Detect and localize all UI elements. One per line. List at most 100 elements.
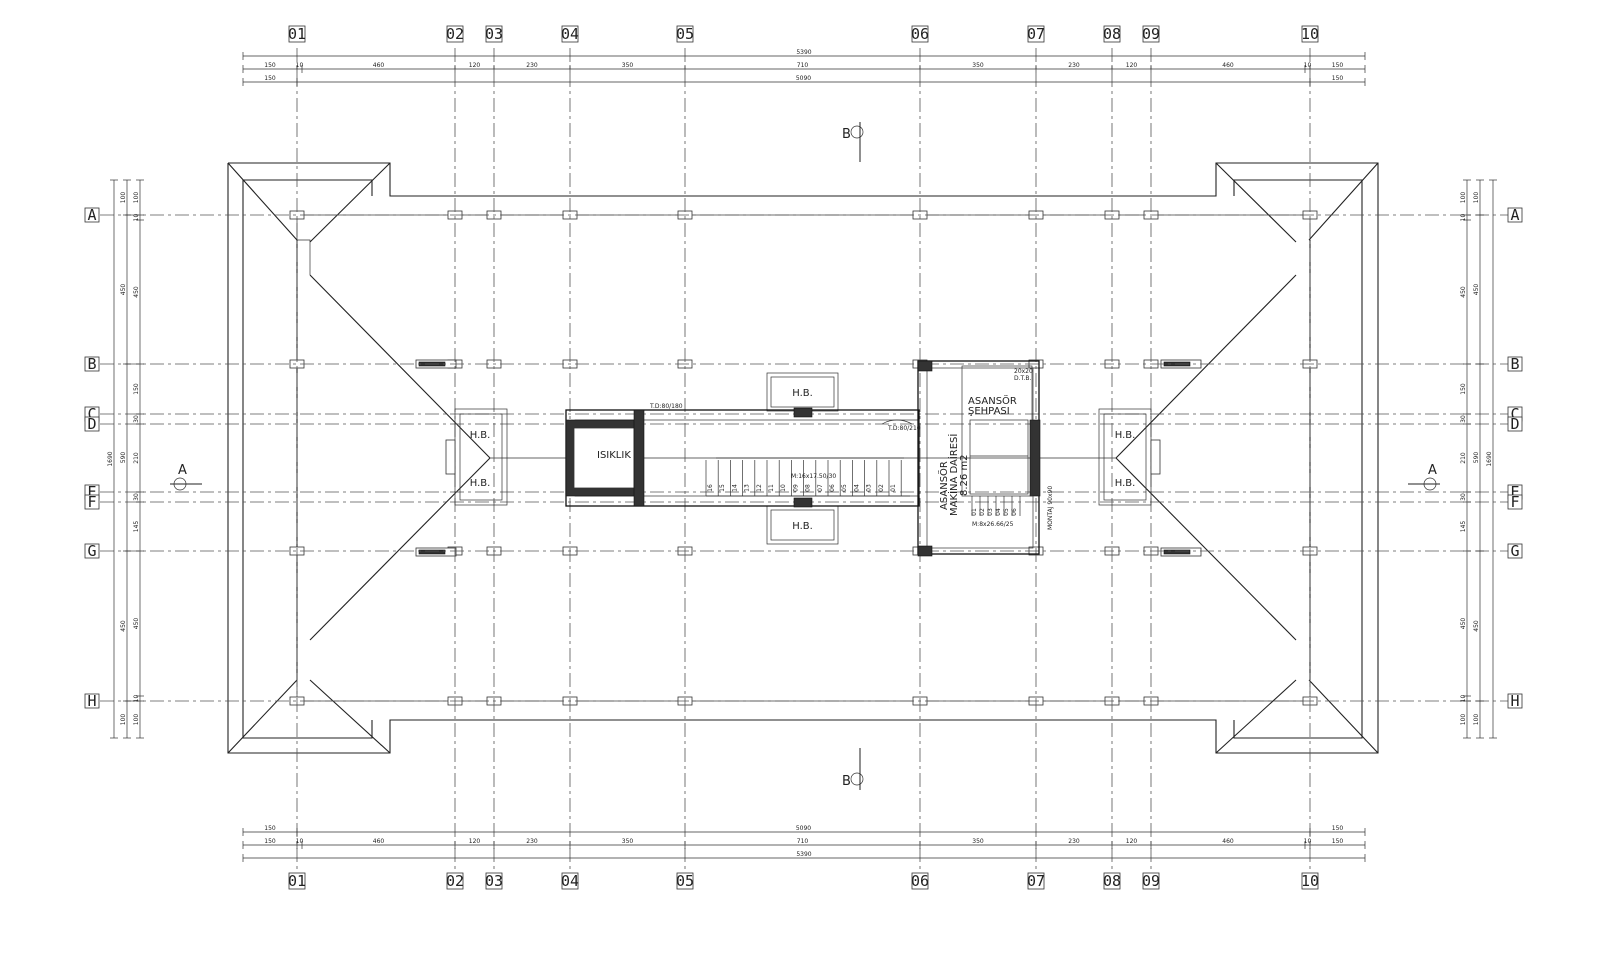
dimension-value: 10 (1460, 695, 1467, 703)
dimension-value: 145 (133, 521, 140, 533)
hip-line (1308, 679, 1379, 754)
row-label-right: G (1510, 542, 1519, 560)
row-label-left: H (87, 692, 96, 710)
stair-step-number: 07 (817, 484, 824, 492)
roof-eave-inner (243, 179, 373, 196)
machine-room-column (917, 360, 933, 372)
dimension-value: 150 (264, 838, 276, 845)
dimension-value: 100 (133, 192, 140, 204)
column-label-box-top (1103, 25, 1121, 43)
dimension-value: 120 (469, 62, 481, 69)
dimension-value: 450 (120, 620, 127, 632)
hip-line (1115, 274, 1297, 459)
text-layer: 0101020203030404050506060707080809091010… (84, 25, 1523, 890)
stair-step-number: 09 (792, 484, 799, 492)
hip-line (227, 162, 298, 241)
column-label-bottom: 10 (1301, 872, 1319, 890)
dimension-value: 150 (1332, 838, 1344, 845)
dimension-value: 710 (797, 62, 809, 69)
stair-step-number: 12 (756, 484, 763, 492)
stair-step-number: 04 (853, 484, 860, 492)
row-label-right: C (1510, 405, 1519, 423)
skylight-label: ISIKLIK (597, 450, 631, 461)
hatch-label: MONTAJ 90x90 (1047, 486, 1054, 530)
column-label-box-bottom (561, 872, 579, 890)
column-label-top: 06 (911, 25, 929, 43)
row-label-box-left (84, 416, 100, 432)
dimension-value: 10 (1304, 62, 1312, 69)
chimney-box-inner (770, 376, 835, 408)
column-label-box-top (676, 25, 694, 43)
machine-room-column (1029, 419, 1041, 497)
dimension-total: 1690 (1486, 451, 1493, 466)
dimension-value: 10 (133, 214, 140, 222)
stair-step-number: 15 (719, 484, 726, 492)
small-stair-number: 02 (979, 508, 986, 516)
dimension-value: 460 (373, 62, 385, 69)
row-label-left: F (87, 493, 96, 511)
row-label-box-left (84, 543, 100, 559)
dimension-value: 150 (133, 383, 140, 395)
column-label-box-bottom (1027, 872, 1045, 890)
roof-vent-grille (418, 549, 446, 555)
chimney-box-inner (770, 509, 835, 541)
elevator-shaft (961, 365, 1033, 497)
stair-step-number: 11 (768, 484, 775, 492)
roof-eave-inner (242, 180, 373, 739)
column-label-box-top (485, 25, 503, 43)
row-label-box-right (1507, 356, 1523, 372)
dimension-value: 10 (1460, 214, 1467, 222)
machine-room-label: MAKİNA DAİRESİ (947, 434, 960, 516)
column-label-bottom: 07 (1027, 872, 1045, 890)
dimension-total: 1690 (107, 451, 114, 466)
row-label-box-left (84, 693, 100, 709)
column-label-bottom: 01 (288, 872, 306, 890)
dimension-value: 10 (1304, 838, 1312, 845)
dimension-value: 350 (622, 62, 634, 69)
section-marker-label: A (178, 463, 187, 478)
dimension-value: 150 (1332, 825, 1344, 832)
row-label-right: F (1510, 493, 1519, 511)
stair-step-number: 02 (878, 484, 885, 492)
dimension-value: 10 (296, 838, 304, 845)
dimension-value: 230 (526, 62, 538, 69)
dimension-lines-layer (110, 52, 1497, 862)
row-label-left: G (87, 542, 96, 560)
column-label-bottom: 06 (911, 872, 929, 890)
stair-step-number: 16 (707, 484, 714, 492)
dimension-value: 5090 (796, 75, 811, 82)
column-label-bottom: 08 (1103, 872, 1121, 890)
elevator-car (969, 419, 1029, 495)
row-label-right: H (1510, 692, 1519, 710)
dimension-value: 450 (120, 284, 127, 296)
column-label-box-bottom (288, 872, 306, 890)
dimension-value: 230 (526, 838, 538, 845)
roof-vent-grille (1163, 549, 1191, 555)
dimension-value: 100 (1460, 714, 1467, 726)
dimension-value: 590 (1473, 452, 1480, 464)
dimension-value: 460 (1222, 838, 1234, 845)
dimension-value: 210 (133, 452, 140, 464)
dimension-value: 230 (1068, 62, 1080, 69)
row-label-box-left (84, 356, 100, 372)
stair-step-number: 10 (780, 484, 787, 492)
row-label-left: D (87, 415, 96, 433)
stair-step-number: 01 (890, 484, 897, 492)
core-column (793, 407, 813, 418)
dimension-value: 30 (133, 415, 140, 423)
machine-room-label: ASANSÖR (937, 461, 950, 510)
column-label-bottom: 04 (561, 872, 579, 890)
hip-line (309, 162, 391, 243)
dimension-value: 120 (469, 838, 481, 845)
row-label-right: D (1510, 415, 1519, 433)
row-label-box-right (1507, 494, 1523, 510)
dimension-value: 150 (1332, 75, 1344, 82)
small-stair-number: 03 (987, 508, 994, 516)
dimension-value: 120 (1126, 838, 1138, 845)
column-label-top: 01 (288, 25, 306, 43)
door-annotation: T.D:80/210 (887, 425, 921, 432)
section-marker-label: A (1428, 463, 1437, 478)
dimension-value: 150 (1332, 62, 1344, 69)
vent-label: D.T.B. (1014, 375, 1032, 382)
dimension-value: 5090 (796, 825, 811, 832)
